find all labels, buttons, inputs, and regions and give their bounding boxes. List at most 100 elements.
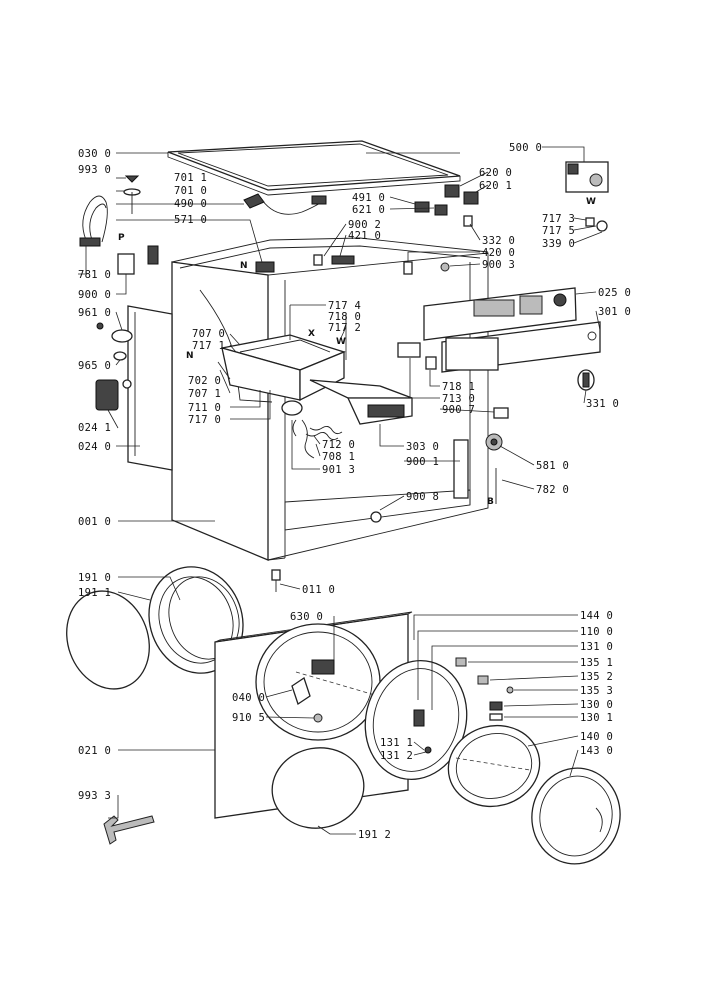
label-131-0: 131 0: [580, 641, 613, 653]
label-131-1: 131 1: [380, 737, 413, 749]
label-301-0: 301 0: [598, 306, 631, 318]
label-900-0: 900 0: [78, 289, 111, 301]
label-707-0: 707 0: [192, 328, 225, 340]
label-900-1: 900 1: [406, 456, 439, 468]
marker-b: B: [487, 497, 494, 507]
valve-900-0: [117, 245, 159, 275]
marker-n2: N: [186, 351, 194, 361]
label-131-2: 131 2: [380, 750, 413, 762]
label-782-0: 782 0: [536, 484, 569, 496]
selector-581: [485, 433, 503, 451]
front-panel-021: [214, 611, 441, 819]
timer-500: [565, 161, 609, 193]
label-581-0: 581 0: [536, 460, 569, 472]
foot-011: [271, 569, 281, 592]
label-025-0: 025 0: [598, 287, 631, 299]
label-910-5: 910 5: [232, 712, 265, 724]
leader-lines: [78, 146, 603, 835]
label-717-4: 717 4: [328, 300, 361, 312]
label-130-1: 130 1: [580, 712, 613, 724]
label-144-0: 144 0: [580, 610, 613, 622]
label-961-0: 961 0: [78, 307, 111, 319]
label-717-1: 717 1: [192, 340, 225, 352]
screw-701: [123, 175, 141, 214]
label-143-0: 143 0: [580, 745, 613, 757]
label-421-0: 421 0: [348, 230, 381, 242]
label-011-0: 011 0: [302, 584, 335, 596]
label-712-0: 712 0: [322, 439, 355, 451]
label-717-2: 717 2: [328, 322, 361, 334]
letter-markers: P N N X W W B: [118, 197, 596, 507]
label-718-1: 718 1: [442, 381, 475, 393]
small-parts: [243, 184, 608, 523]
label-140-0: 140 0: [580, 731, 613, 743]
hose-708: [305, 425, 343, 441]
label-135-3: 135 3: [580, 685, 613, 697]
door-window-140: [447, 724, 541, 808]
label-717-5: 717 5: [542, 225, 575, 237]
label-701-0: 701 0: [174, 185, 207, 197]
label-191-2: 191 2: [358, 829, 391, 841]
label-900-2: 900 2: [348, 219, 381, 231]
marker-x: X: [308, 329, 315, 339]
label-001-0: 001 0: [78, 516, 111, 528]
label-701-1: 701 1: [174, 172, 207, 184]
label-900-3: 900 3: [482, 259, 515, 271]
label-339-0: 339 0: [542, 238, 575, 250]
label-191-1: 191 1: [78, 587, 111, 599]
marker-w2: W: [586, 197, 596, 207]
wrench-993-3: [103, 815, 155, 845]
label-024-1: 024 1: [78, 422, 111, 434]
label-500-0: 500 0: [509, 142, 542, 154]
door-glass-191-2: [271, 747, 365, 829]
label-717-3: 717 3: [542, 213, 575, 225]
door-hinge-parts: [424, 657, 514, 754]
label-040-0: 040 0: [232, 692, 265, 704]
part-number-labels: 030 0 993 0 701 1 701 0 490 0 571 0 781 …: [78, 142, 631, 841]
ring-965: [113, 351, 127, 361]
hose-993-0: [79, 195, 108, 247]
label-571-0: 571 0: [174, 214, 207, 226]
filter-024-1: [95, 379, 132, 411]
label-135-2: 135 2: [580, 671, 613, 683]
label-303-0: 303 0: [406, 441, 439, 453]
detergent-dispenser: [221, 334, 413, 459]
label-621-0: 621 0: [352, 204, 385, 216]
label-900-7: 900 7: [442, 404, 475, 416]
label-713-0: 713 0: [442, 393, 475, 405]
knob-331: [577, 369, 595, 391]
label-191-0: 191 0: [78, 572, 111, 584]
label-620-0: 620 0: [479, 167, 512, 179]
label-718-0: 718 0: [328, 311, 361, 323]
label-702-0: 702 0: [188, 375, 221, 387]
label-707-1: 707 1: [188, 388, 221, 400]
label-900-8: 900 8: [406, 491, 439, 503]
label-491-0: 491 0: [352, 192, 385, 204]
label-420-0: 420 0: [482, 247, 515, 259]
marker-w1: W: [336, 337, 346, 347]
label-135-1: 135 1: [580, 657, 613, 669]
label-901-3: 901 3: [322, 464, 355, 476]
label-965-0: 965 0: [78, 360, 111, 372]
cabinet: [171, 237, 489, 561]
label-030-0: 030 0: [78, 148, 111, 160]
label-490-0: 490 0: [174, 198, 207, 210]
door-ring-143: [531, 767, 621, 865]
label-630-0: 630 0: [290, 611, 323, 623]
door-frame-110: [364, 659, 468, 781]
label-711-0: 711 0: [188, 402, 221, 414]
label-717-0: 717 0: [188, 414, 221, 426]
control-panel-025: [423, 287, 577, 341]
front-panel-301: [441, 321, 601, 373]
marker-p: P: [118, 233, 125, 243]
label-708-1: 708 1: [322, 451, 355, 463]
label-332-0: 332 0: [482, 235, 515, 247]
label-024-0: 024 0: [78, 441, 111, 453]
label-110-0: 110 0: [580, 626, 613, 638]
marker-n1: N: [240, 261, 248, 271]
label-993-0: 993 0: [78, 164, 111, 176]
label-620-1: 620 1: [479, 180, 512, 192]
label-993-3: 993 3: [78, 790, 111, 802]
label-781-0: 781 0: [78, 269, 111, 281]
